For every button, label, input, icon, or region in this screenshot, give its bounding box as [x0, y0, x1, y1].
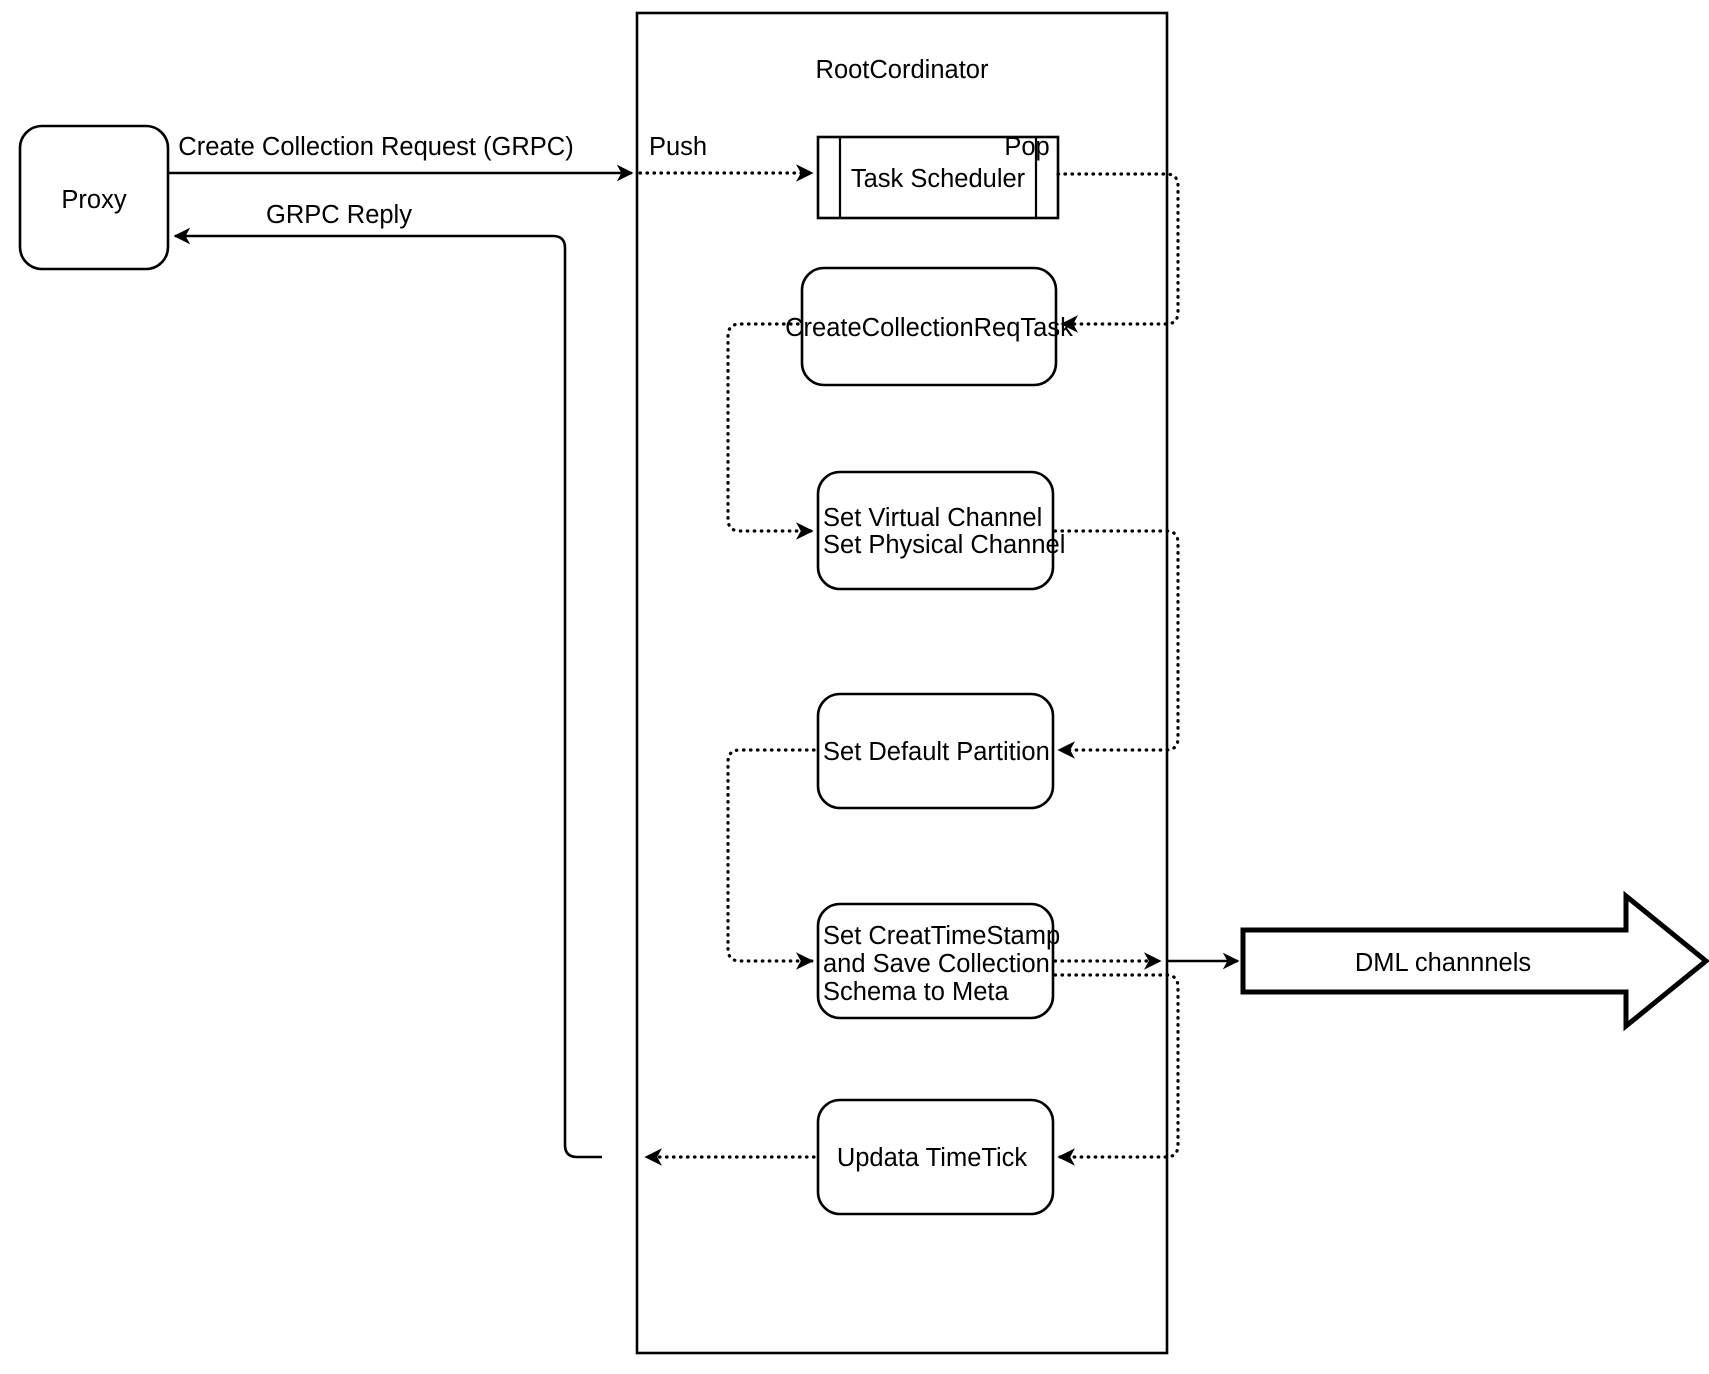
- edge-pop-label: Pop: [1004, 133, 1049, 161]
- node-create-collection-req-task-label: CreateCollectionReqTask: [785, 314, 1073, 342]
- node-proxy[interactable]: [18, 124, 170, 271]
- node-set-channels-line1: Set Virtual Channel: [823, 504, 1042, 532]
- edge-task-to-set-channels: [726, 322, 814, 540]
- node-task-scheduler[interactable]: [816, 135, 1060, 220]
- node-set-default-partition-label: Set Default Partition: [823, 738, 1050, 766]
- edge-push-label: Push: [649, 133, 707, 161]
- edge-creat-timestamp-to-updata-timetick: [1053, 973, 1180, 1166]
- node-set-default-partition[interactable]: [816, 692, 1055, 810]
- node-set-creat-timestamp-line3: Schema to Meta: [823, 978, 1009, 1006]
- node-proxy-label: Proxy: [61, 186, 126, 214]
- edge-pop: [1056, 172, 1180, 333]
- node-create-collection-req-task[interactable]: [800, 266, 1058, 387]
- edge-grpc-reply-label: GRPC Reply: [266, 201, 412, 229]
- node-updata-timetick[interactable]: [816, 1098, 1055, 1216]
- node-updata-timetick-label: Updata TimeTick: [837, 1144, 1028, 1172]
- node-dml-channels-label: DML channnels: [1355, 949, 1531, 977]
- node-set-creat-timestamp-line2: and Save Collection: [823, 950, 1050, 978]
- rootcordinator-title: RootCordinator: [816, 56, 989, 84]
- node-task-scheduler-label: Task Scheduler: [851, 165, 1026, 193]
- edge-default-partition-to-creat-timestamp: [726, 748, 816, 970]
- node-set-creat-timestamp[interactable]: [816, 902, 1055, 1020]
- node-dml-channels-arrow[interactable]: [1240, 890, 1709, 1032]
- node-set-channels-line2: Set Physical Channel: [823, 531, 1065, 559]
- edge-create-collection-request-label: Create Collection Request (GRPC): [178, 133, 573, 161]
- node-set-channels[interactable]: [816, 470, 1055, 591]
- edge-grpc-reply: [173, 227, 602, 1159]
- node-set-creat-timestamp-line1: Set CreatTimeStamp: [823, 922, 1060, 950]
